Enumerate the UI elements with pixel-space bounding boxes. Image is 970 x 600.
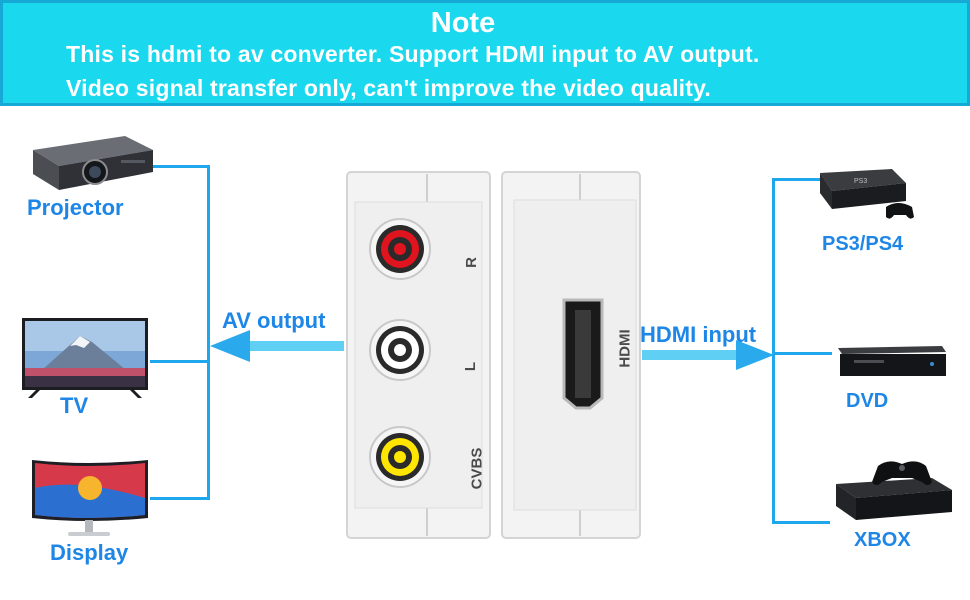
note-title: Note (430, 7, 496, 39)
wire-tv (150, 360, 210, 363)
hdmi-module (501, 171, 641, 539)
wire-ps (772, 178, 824, 181)
wire-dvd (772, 352, 832, 355)
rca-yellow-port (369, 426, 431, 488)
wire-display (150, 497, 210, 500)
note-banner: Note This is hdmi to av converter. Suppo… (0, 0, 970, 106)
xbox-icon (836, 461, 952, 520)
port-label-r: R (462, 257, 480, 268)
wire-xbox (772, 521, 830, 524)
label-display: Display (50, 540, 129, 565)
note-line-1: This is hdmi to av converter. Support HD… (66, 41, 760, 67)
label-ps3-ps4: PS3/PS4 (822, 233, 904, 255)
svg-text:PS3: PS3 (854, 178, 867, 185)
label-dvd: DVD (846, 390, 889, 412)
rca-red-port (369, 218, 431, 280)
ps3-icon: PS3 (820, 169, 914, 219)
label-projector: Projector (27, 195, 124, 220)
right-arrow-icon (642, 340, 774, 370)
port-label-hdmi: HDMI (616, 329, 634, 368)
port-label-cvbs: CVBS (468, 447, 486, 490)
wire-left-bus (207, 165, 210, 500)
projector-icon (33, 136, 153, 190)
port-label-l: L (462, 361, 480, 372)
display-icon (32, 460, 148, 536)
left-arrow-icon (210, 330, 344, 362)
note-line-2: Video signal transfer only, can't improv… (66, 75, 712, 101)
dvd-icon (838, 346, 946, 376)
rca-white-port (369, 319, 431, 381)
label-xbox: XBOX (854, 529, 911, 551)
label-av-output: AV output (222, 308, 326, 333)
wire-right-bus (772, 178, 775, 524)
label-tv: TV (60, 393, 89, 418)
tv-icon (22, 318, 148, 398)
wire-projector (150, 165, 210, 168)
